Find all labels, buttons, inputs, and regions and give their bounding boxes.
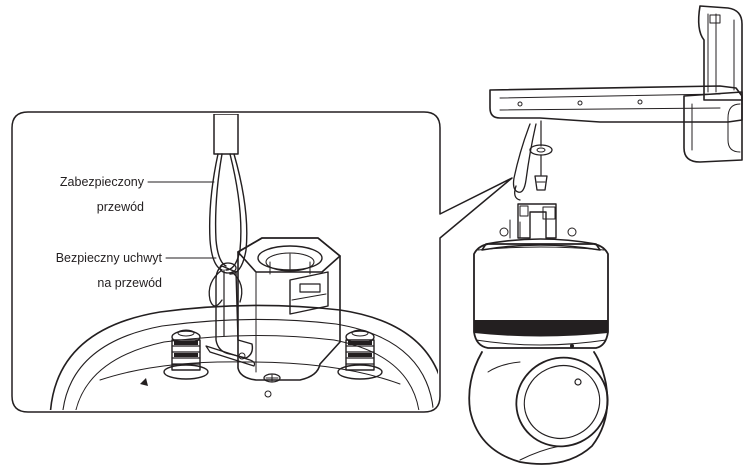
wire-holder bbox=[205, 265, 256, 367]
spring-post-left bbox=[163, 329, 209, 380]
safety-wire-detail bbox=[208, 114, 248, 307]
dome-camera bbox=[468, 203, 609, 465]
label-secured-wire-line1: Zabezpieczony bbox=[60, 175, 145, 189]
wall-mount-bracket bbox=[489, 5, 743, 163]
label-secured-wire: Zabezpieczony przewód bbox=[60, 175, 215, 214]
label-safety-holder: Bezpieczny uchwyt na przewód bbox=[56, 251, 217, 290]
label-secured-wire-line2: przewód bbox=[97, 200, 144, 214]
detail-view bbox=[49, 114, 438, 410]
detail-callout-frame bbox=[11, 111, 513, 413]
camera-housing-detail bbox=[237, 237, 341, 383]
label-safety-holder-line1: Bezpieczny uchwyt bbox=[56, 251, 163, 265]
spring-post-right bbox=[337, 329, 383, 380]
label-safety-holder-line2: na przewód bbox=[97, 276, 162, 290]
safety-wire-small bbox=[512, 123, 537, 201]
mounting-screw bbox=[529, 120, 553, 191]
